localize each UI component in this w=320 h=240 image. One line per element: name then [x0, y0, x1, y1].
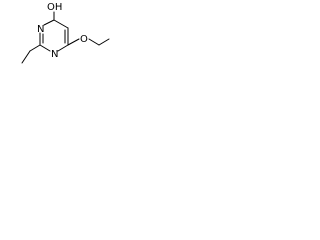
atom-labels: OH N N O: [37, 2, 88, 60]
bond-c6-n1: [57, 44, 69, 52]
ethoxy-oxygen-label: O: [80, 34, 88, 45]
nitrogen-upper-label: N: [37, 24, 44, 35]
chemical-structure-diagram: OH N N O: [21, 2, 110, 64]
bond-ch2-ch3: [98, 38, 110, 46]
pyrimidine-ring: [39, 19, 69, 52]
bond-c2-ch2: [29, 44, 41, 52]
bond-o-ch2: [88, 38, 100, 46]
bond-c4-c5: [53, 19, 69, 29]
substituent-bonds: [21, 11, 110, 64]
hydroxyl-label: OH: [47, 2, 62, 13]
nitrogen-lower-label: N: [51, 49, 58, 60]
bond-n1-c2: [39, 44, 51, 52]
bond-n3-c4: [43, 19, 55, 26]
bond-c6-o: [67, 38, 80, 46]
bond-ethyl-ch3: [21, 50, 31, 64]
